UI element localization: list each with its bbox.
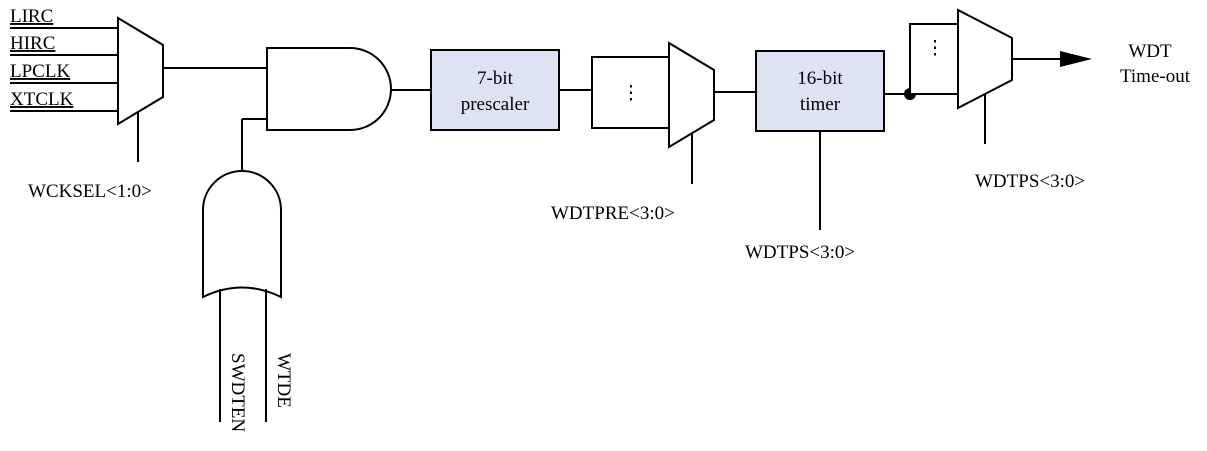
timer-label-line2: timer <box>800 94 841 115</box>
prescaler-tap-ellipsis: ⋮ <box>622 83 641 104</box>
or-input-wtde-label: WTDE <box>273 353 294 408</box>
output-mux <box>957 8 1013 110</box>
and-gate <box>266 47 392 131</box>
prescaler-tap-mux <box>668 41 715 149</box>
output-mux-select-label: WDTPS<3:0> <box>975 171 1085 192</box>
prescaler-block <box>430 49 560 131</box>
prescaler-label-line1: 7-bit <box>477 68 514 89</box>
clock-select-mux <box>117 16 164 126</box>
output-label-line1: WDT <box>1128 41 1172 62</box>
prescaler-label-line2: prescaler <box>461 94 530 115</box>
output-label-line2: Time-out <box>1120 66 1191 87</box>
clock-input-lines <box>10 27 118 112</box>
timer-select-label: WDTPS<3:0> <box>745 242 855 263</box>
clock-input-lirc: LIRC <box>10 6 53 27</box>
clock-input-lpclk: LPCLK <box>10 61 70 82</box>
clock-input-xtclk: XTCLK <box>10 89 74 110</box>
prescaler-tap-bus <box>591 56 670 129</box>
clock-select-label: WCKSEL<1:0> <box>28 181 152 202</box>
timer-tap-bus <box>909 23 959 95</box>
or-input-swdten-label: SWDTEN <box>227 353 248 432</box>
prescaler-mux-select-label: WDTPRE<3:0> <box>551 203 675 224</box>
timer-label-line1: 16-bit <box>797 68 843 89</box>
output-arrowhead <box>1060 51 1092 67</box>
or-gate <box>202 170 282 299</box>
timer-tap-ellipsis: ⋮ <box>926 38 945 59</box>
clock-input-hirc: HIRC <box>10 33 55 54</box>
timer-block <box>755 50 885 132</box>
